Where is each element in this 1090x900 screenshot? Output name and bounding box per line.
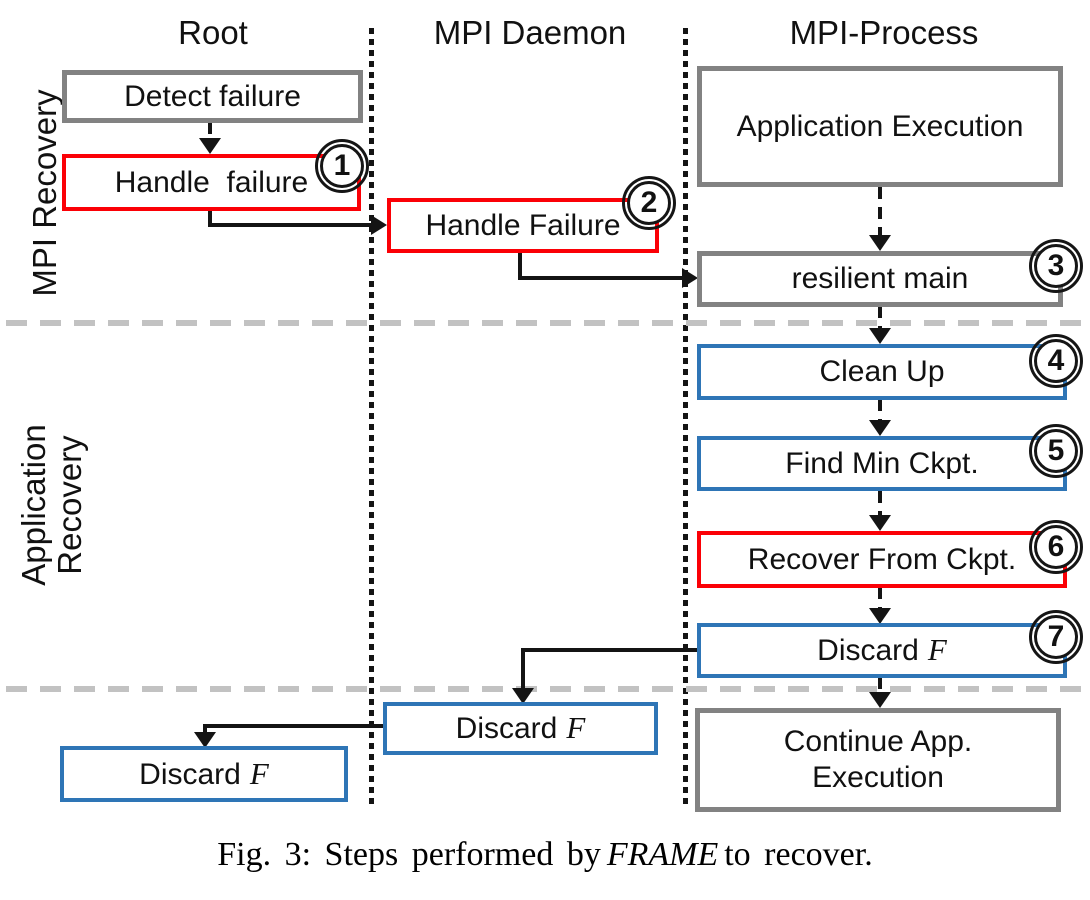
dashed-arrowhead-detect-to-handle <box>199 138 221 154</box>
box-handle-failure-root: Handle failure <box>62 154 361 211</box>
dashed-arrowhead-resilient-to-cleanup <box>869 328 891 344</box>
caption-suffix: to recover. <box>724 836 873 873</box>
box-find-min-ckpt: Find Min Ckpt. <box>697 436 1067 491</box>
box-label: Handle failure <box>114 165 309 199</box>
phase-divider-bottom <box>6 686 1084 692</box>
section-label-mpi-recovery: MPI Recovery <box>26 89 63 297</box>
connector-3-horizontal <box>521 648 699 652</box>
caption-emphasis: FRAME <box>606 836 719 873</box>
step-circle-2: 2 <box>622 176 676 230</box>
box-label-line2: Execution <box>812 761 944 794</box>
box-label: Detect failure <box>124 79 301 113</box>
box-label-line1: Continue App. <box>783 725 973 758</box>
discard-word: Discard <box>455 712 558 745</box>
discard-variable: F <box>249 755 269 791</box>
discard-variable: F <box>927 632 947 667</box>
dashed-arrow-recover-to-discard <box>878 587 882 611</box>
connector-4-vertical <box>203 724 207 736</box>
step-circle-7: 7 <box>1029 610 1083 664</box>
box-label: Find Min Ckpt. <box>785 446 979 480</box>
dashed-arrow-discard-to-continue <box>878 677 882 697</box>
box-continue-app-execution: Continue App. Execution <box>695 708 1061 812</box>
dashed-arrowhead-cleanup-to-findmin <box>869 420 891 436</box>
discard-word: Discard <box>817 634 919 667</box>
box-resilient-main: resilient main <box>697 251 1063 307</box>
box-label: Application Execution <box>736 109 1024 143</box>
step-circle-6: 6 <box>1029 520 1083 574</box>
connector-1-horizontal <box>208 223 372 227</box>
phase-divider-top <box>6 320 1084 326</box>
connector-2-arrowhead <box>682 268 698 288</box>
dashed-arrow-findmin-to-recover <box>878 491 882 519</box>
box-label: Handle Failure <box>425 208 621 242</box>
dashed-arrowhead-discard-to-continue <box>869 692 891 708</box>
connector-1-vertical <box>208 211 212 227</box>
column-separator-right <box>683 28 688 804</box>
connector-4-horizontal <box>203 724 385 728</box>
dashed-arrow-cleanup-to-findmin <box>878 399 882 423</box>
box-clean-up: Clean Up <box>697 344 1067 400</box>
caption-prefix: Fig. 3: Steps performed by <box>217 836 601 873</box>
dashed-arrow-appexec-to-resilient <box>878 187 882 237</box>
dashed-arrowhead-recover-to-discard <box>869 608 891 624</box>
discard-word: Discard <box>139 757 241 791</box>
box-application-execution: Application Execution <box>697 66 1063 187</box>
step-circle-3: 3 <box>1029 239 1083 293</box>
column-header-root: Root <box>178 14 248 51</box>
box-recover-from-ckpt: Recover From Ckpt. <box>697 531 1067 588</box>
step-circle-1: 1 <box>315 139 369 193</box>
connector-2-horizontal <box>518 276 685 280</box>
dashed-arrowhead-appexec-to-resilient <box>869 235 891 251</box>
column-header-mpi-daemon: MPI Daemon <box>433 14 627 51</box>
connector-3-vertical <box>521 648 525 692</box>
step-circle-5: 5 <box>1029 424 1083 478</box>
box-handle-failure-daemon: Handle Failure <box>387 198 659 253</box>
box-label: Recover From Ckpt. <box>747 542 1017 576</box>
column-header-mpi-process: MPI-Process <box>789 14 979 51</box>
dashed-arrow-detect-to-handle <box>208 122 212 142</box>
box-detect-failure: Detect failure <box>62 70 363 123</box>
column-separator-left <box>369 28 374 806</box>
connector-4-arrowhead <box>194 732 216 748</box>
dashed-arrow-resilient-to-cleanup <box>878 306 882 332</box>
section-label-line2: Recovery <box>51 435 88 575</box>
step-circle-4: 4 <box>1029 334 1083 388</box>
discard-variable: F <box>566 710 586 745</box>
box-label: resilient main <box>791 262 969 295</box>
connector-3-arrowhead <box>512 688 534 704</box>
connector-1-arrowhead <box>371 215 387 235</box>
connector-2-vertical <box>518 251 522 280</box>
dashed-arrowhead-findmin-to-recover <box>869 515 891 531</box>
section-label-application-recovery: Application Recovery <box>15 424 88 586</box>
box-label: Clean Up <box>819 355 945 388</box>
section-label-line1: Application <box>15 424 52 586</box>
